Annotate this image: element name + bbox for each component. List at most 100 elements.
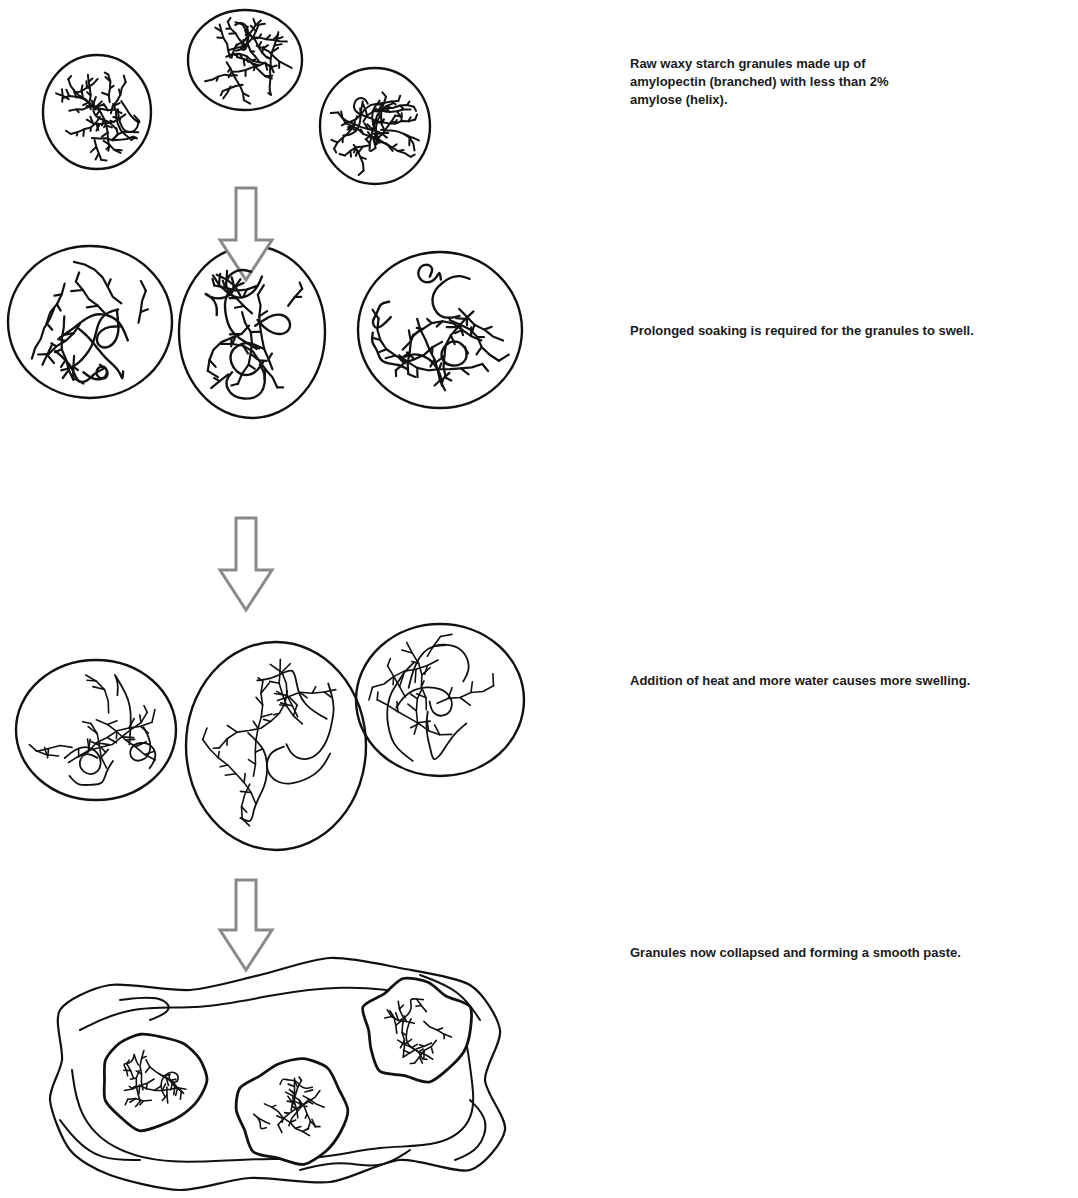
amylopectin-chain <box>128 1099 152 1101</box>
amylose-coil <box>61 309 118 370</box>
amylose-coil <box>381 130 419 141</box>
soaked-granule <box>8 246 172 398</box>
leached-amylose <box>455 1100 485 1160</box>
amylopectin-chain <box>374 120 415 124</box>
amylopectin-branch <box>125 1099 128 1105</box>
amylopectin-branch <box>91 147 97 152</box>
amylopectin-branch <box>408 704 416 711</box>
amylopectin-branch <box>492 674 494 686</box>
collapsed-granule <box>236 1059 348 1165</box>
amylopectin-branch <box>258 285 264 295</box>
amylopectin-chain <box>113 104 131 140</box>
amylopectin-branch <box>220 765 228 767</box>
amylopectin-branch <box>71 290 83 291</box>
amylopectin-branch <box>146 1067 150 1072</box>
amylopectin-chain <box>166 1087 168 1103</box>
amylopectin-chain <box>305 1090 313 1092</box>
amylopectin-chain <box>88 75 91 110</box>
amylopectin-chain <box>208 326 249 371</box>
amylose-coil <box>226 270 262 298</box>
amylose-coil <box>230 343 263 375</box>
amylopectin-branch <box>288 1096 293 1102</box>
amylopectin-branch <box>414 669 417 682</box>
amylose-coil <box>268 67 271 95</box>
amylopectin-chain <box>74 262 121 303</box>
amylopectin-chain <box>203 740 256 804</box>
amylopectin-chain <box>390 1011 397 1034</box>
amylopectin-branch <box>440 634 451 636</box>
amylopectin-branch <box>412 1044 417 1047</box>
annotation-text: Addition of heat and more water causes m… <box>630 672 982 690</box>
amylopectin-branch <box>47 323 53 329</box>
amylopectin-branch <box>460 697 470 705</box>
amylopectin-branch <box>244 100 250 103</box>
annotation-text: Raw waxy starch granules made up of amyl… <box>630 55 942 109</box>
amylopectin-chain <box>253 681 262 776</box>
raw-granule <box>43 55 151 169</box>
amylopectin-branch <box>213 747 219 749</box>
amylopectin-branch <box>29 745 37 752</box>
amylopectin-branch <box>96 124 99 131</box>
amylose-coil <box>280 1079 312 1088</box>
amylopectin-chain <box>221 344 277 387</box>
amylopectin-branch <box>270 664 280 671</box>
amylopectin-branch <box>235 306 244 308</box>
amylopectin-chain <box>252 38 287 42</box>
amylopectin-chain <box>424 1021 451 1037</box>
amylose-coil <box>55 351 103 382</box>
amylopectin-branch <box>253 721 258 728</box>
amylopectin-branch <box>249 365 255 369</box>
amylopectin-chain <box>271 32 279 72</box>
amylose-coil <box>405 354 449 385</box>
amylopectin-branch <box>408 374 415 377</box>
heated-granule <box>16 660 176 800</box>
amylopectin-chain <box>219 691 287 748</box>
amylopectin-branch <box>385 1016 392 1018</box>
amylose-coil <box>240 740 267 821</box>
amylose-coil <box>387 662 414 761</box>
amylopectin-branch <box>471 682 472 693</box>
amylopectin-branch <box>388 659 391 666</box>
amylopectin-chain <box>91 724 107 769</box>
amylopectin-chain <box>398 1001 402 1016</box>
amylopectin-chain <box>76 282 105 314</box>
starch-chains <box>29 18 508 826</box>
soaked-granule <box>358 252 522 408</box>
amylose-coil <box>442 341 468 365</box>
amylopectin-branch <box>259 23 265 26</box>
amylopectin-chain <box>220 25 230 58</box>
amylose-coil <box>255 315 290 334</box>
amylopectin-branch <box>264 719 271 721</box>
amylose-coil <box>267 747 330 784</box>
amylopectin-branch <box>227 725 237 732</box>
amylopectin-chain <box>104 141 121 153</box>
amylopectin-branch <box>83 722 91 724</box>
amylopectin-branch <box>101 747 106 752</box>
amylopectin-branch <box>76 272 79 281</box>
amylopectin-branch <box>290 1120 296 1122</box>
amylose-coil <box>121 101 139 122</box>
amylose-coil <box>65 747 101 774</box>
amylopectin-branch <box>102 93 109 96</box>
amylose-coil <box>93 97 116 129</box>
amylopectin-branch <box>376 692 378 700</box>
raw-granule <box>188 10 302 110</box>
amylose-coil <box>83 365 107 379</box>
amylopectin-branch <box>208 371 218 377</box>
amylopectin-chain <box>37 745 72 751</box>
amylopectin-branch <box>107 738 116 743</box>
starch-paste <box>50 958 505 1190</box>
amylopectin-branch <box>255 749 262 752</box>
amylopectin-branch <box>66 90 69 96</box>
soaked-granule <box>179 246 325 418</box>
amylopectin-branch <box>249 760 256 765</box>
amylopectin-chain <box>47 284 65 324</box>
amylopectin-chain <box>437 686 493 704</box>
amylopectin-branch <box>416 368 418 377</box>
amylose-coil <box>427 712 467 760</box>
raw-granule <box>320 68 430 184</box>
amylose-coil <box>286 683 333 759</box>
amylose-coil <box>206 277 234 315</box>
amylopectin-chain <box>96 720 155 760</box>
